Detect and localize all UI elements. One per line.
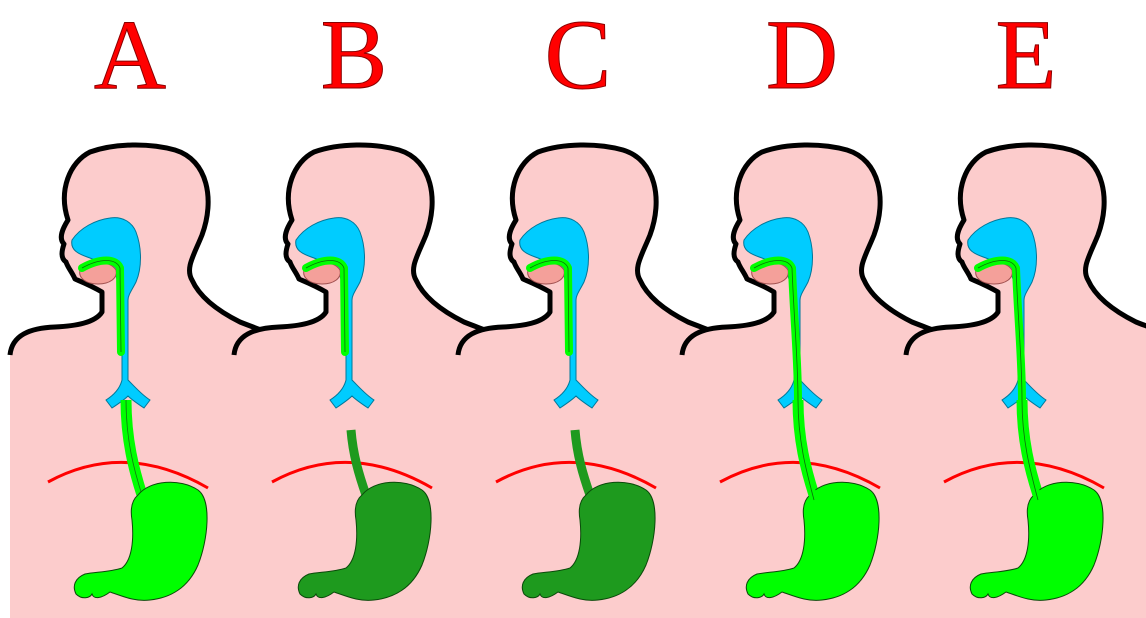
panel-e: E (906, 0, 1146, 618)
panel-label: B (321, 0, 388, 110)
panel-label: E (995, 0, 1056, 110)
panel-label: A (94, 0, 166, 110)
panel-label: D (766, 0, 838, 110)
panel-label: C (545, 0, 612, 110)
